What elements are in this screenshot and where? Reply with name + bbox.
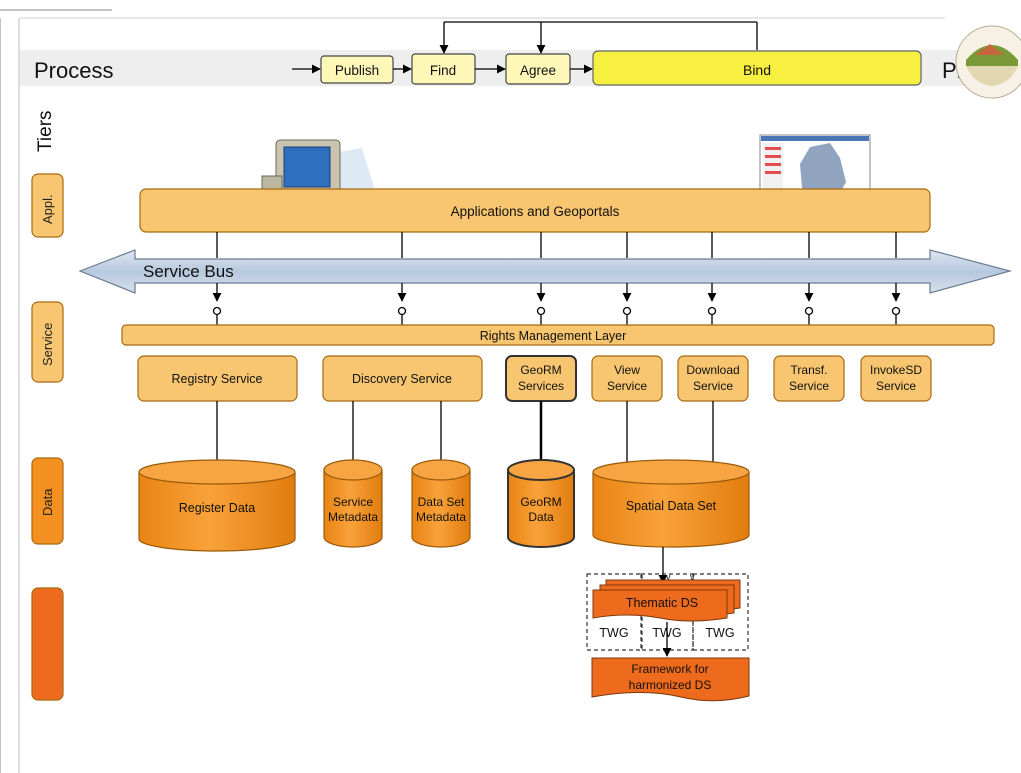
service-invokesd-line2: Service: [876, 379, 916, 393]
data-service-metadata-line1: Service: [333, 495, 373, 509]
bus-connectors: [212, 283, 901, 325]
service-bus-label: Service Bus: [143, 262, 234, 281]
data-dataset-metadata-line1: Data Set: [418, 495, 465, 509]
seal-logo: [955, 25, 1021, 99]
data-dataset-metadata: Data Set Metadata: [411, 459, 471, 548]
data-georm-line2: Data: [528, 510, 554, 524]
thematic-ds-stack: Thematic DS: [592, 579, 741, 622]
tier-data-label: Data: [40, 488, 55, 516]
service-view-line2: Service: [607, 379, 647, 393]
service-transf: Transf. Service: [773, 355, 845, 402]
data-spatial-dataset: Spatial Data Set: [592, 459, 750, 548]
step-bind: Bind: [592, 50, 922, 86]
service-transf-line1: Transf.: [791, 363, 828, 377]
service-invokesd-line1: InvokeSD: [870, 363, 922, 377]
data-spatial-dataset-label: Spatial Data Set: [626, 499, 717, 513]
applications-label: Applications and Geoportals: [451, 204, 620, 219]
service-georm-line2: Services: [518, 379, 564, 393]
tier-service: Service: [31, 301, 64, 383]
thematic-ds-label: Thematic DS: [626, 596, 698, 610]
framework-line1: Framework for: [631, 662, 708, 676]
tier-data: Data: [31, 457, 64, 545]
service-invokesd: InvokeSD Service: [860, 355, 932, 402]
twg-label-1: TWG: [599, 626, 628, 640]
tier-appl-label: Appl.: [40, 194, 55, 224]
tier-appl: Appl.: [31, 173, 64, 238]
twg-label-3: TWG: [705, 626, 734, 640]
service-view: View Service: [591, 355, 663, 402]
rights-management-layer: Rights Management Layer: [121, 324, 995, 346]
twg-mark-1: v: [666, 572, 671, 582]
service-registry: Registry Service: [137, 355, 298, 402]
service-download-line2: Service: [693, 379, 733, 393]
data-register-label: Register Data: [179, 501, 255, 515]
process-label: Process: [34, 58, 113, 83]
service-discovery-label: Discovery Service: [352, 372, 452, 386]
data-register: Register Data: [138, 459, 296, 552]
tier-other: [31, 587, 64, 701]
service-registry-label: Registry Service: [172, 372, 263, 386]
data-georm-line1: GeoRM: [520, 495, 561, 509]
step-find: Find: [411, 53, 476, 85]
data-service-metadata-line2: Metadata: [328, 510, 378, 524]
applications-geoportals-bar: Applications and Geoportals: [139, 188, 931, 233]
framework-harmonized-ds: Framework for harmonized DS: [591, 657, 750, 702]
tiers-label: Tiers: [35, 110, 56, 152]
service-discovery: Discovery Service: [322, 355, 483, 402]
step-publish: Publish: [320, 55, 394, 84]
service-georm-line1: GeoRM: [520, 363, 561, 377]
step-find-label: Find: [430, 63, 456, 78]
service-download-line1: Download: [686, 363, 739, 377]
data-dataset-metadata-line2: Metadata: [416, 510, 466, 524]
service-bus-arrow: Service Bus: [78, 249, 1013, 294]
rights-layer-label: Rights Management Layer: [480, 329, 627, 343]
data-georm: GeoRM Data: [507, 459, 575, 548]
service-georm: GeoRM Services: [505, 355, 577, 402]
step-agree-label: Agree: [520, 63, 556, 78]
service-view-line1: View: [614, 363, 640, 377]
service-download: Download Service: [677, 355, 749, 402]
tier-service-label: Service: [40, 323, 55, 366]
twg-mark-2: v: [690, 572, 695, 582]
step-agree: Agree: [505, 53, 571, 85]
step-bind-label: Bind: [743, 62, 771, 78]
step-publish-label: Publish: [335, 63, 379, 78]
service-transf-line2: Service: [789, 379, 829, 393]
data-service-metadata: Service Metadata: [323, 459, 383, 548]
framework-line2: harmonized DS: [629, 678, 712, 692]
